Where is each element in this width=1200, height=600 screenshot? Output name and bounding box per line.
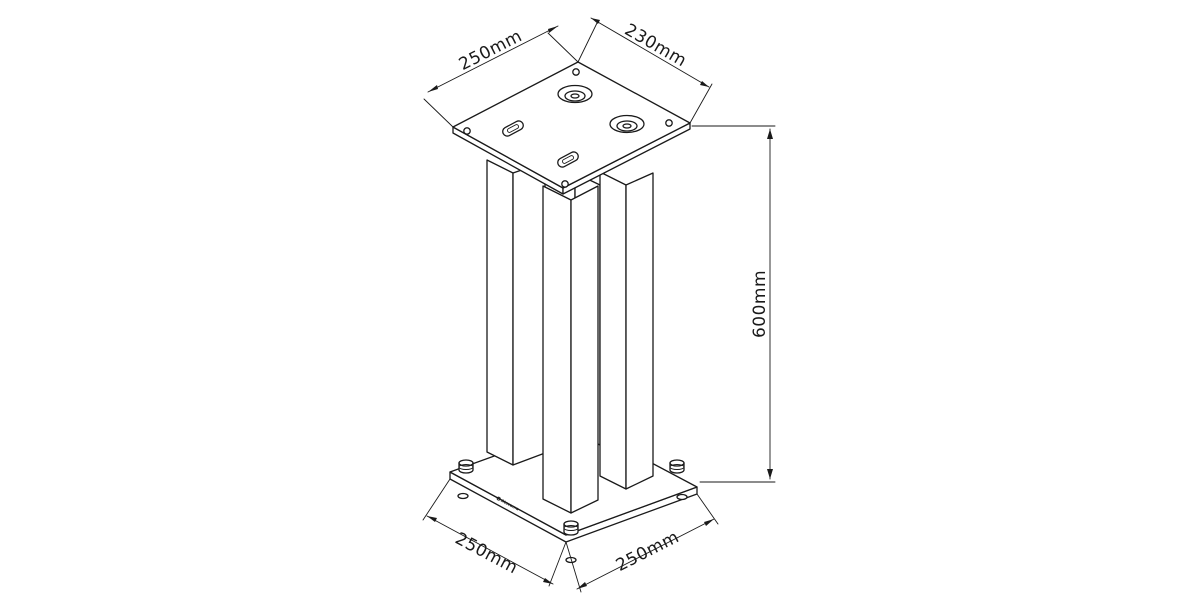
dimension-height: 600mm — [691, 125, 776, 483]
foot-left — [458, 459, 474, 474]
mount-boss-right — [609, 114, 645, 134]
foot-right — [669, 459, 685, 474]
pillar-right — [599, 171, 654, 490]
slot-front — [557, 151, 579, 168]
dimension-height-label: 600mm — [750, 270, 770, 338]
dimension-top-depth-label: 250mm — [456, 26, 526, 75]
pillar-front — [542, 185, 599, 514]
top-plate — [452, 61, 691, 195]
top-corner-screws — [463, 68, 673, 188]
mount-boss-back — [557, 84, 593, 104]
pillar-left — [486, 159, 546, 466]
slot-left — [502, 120, 524, 137]
spike-heads — [457, 492, 688, 564]
dimension-base-width-label: 250mm — [613, 527, 683, 576]
dimension-top-width-label: 230mm — [621, 20, 690, 71]
foot-front — [563, 520, 579, 536]
dimension-base-depth-label: 250mm — [452, 529, 521, 579]
